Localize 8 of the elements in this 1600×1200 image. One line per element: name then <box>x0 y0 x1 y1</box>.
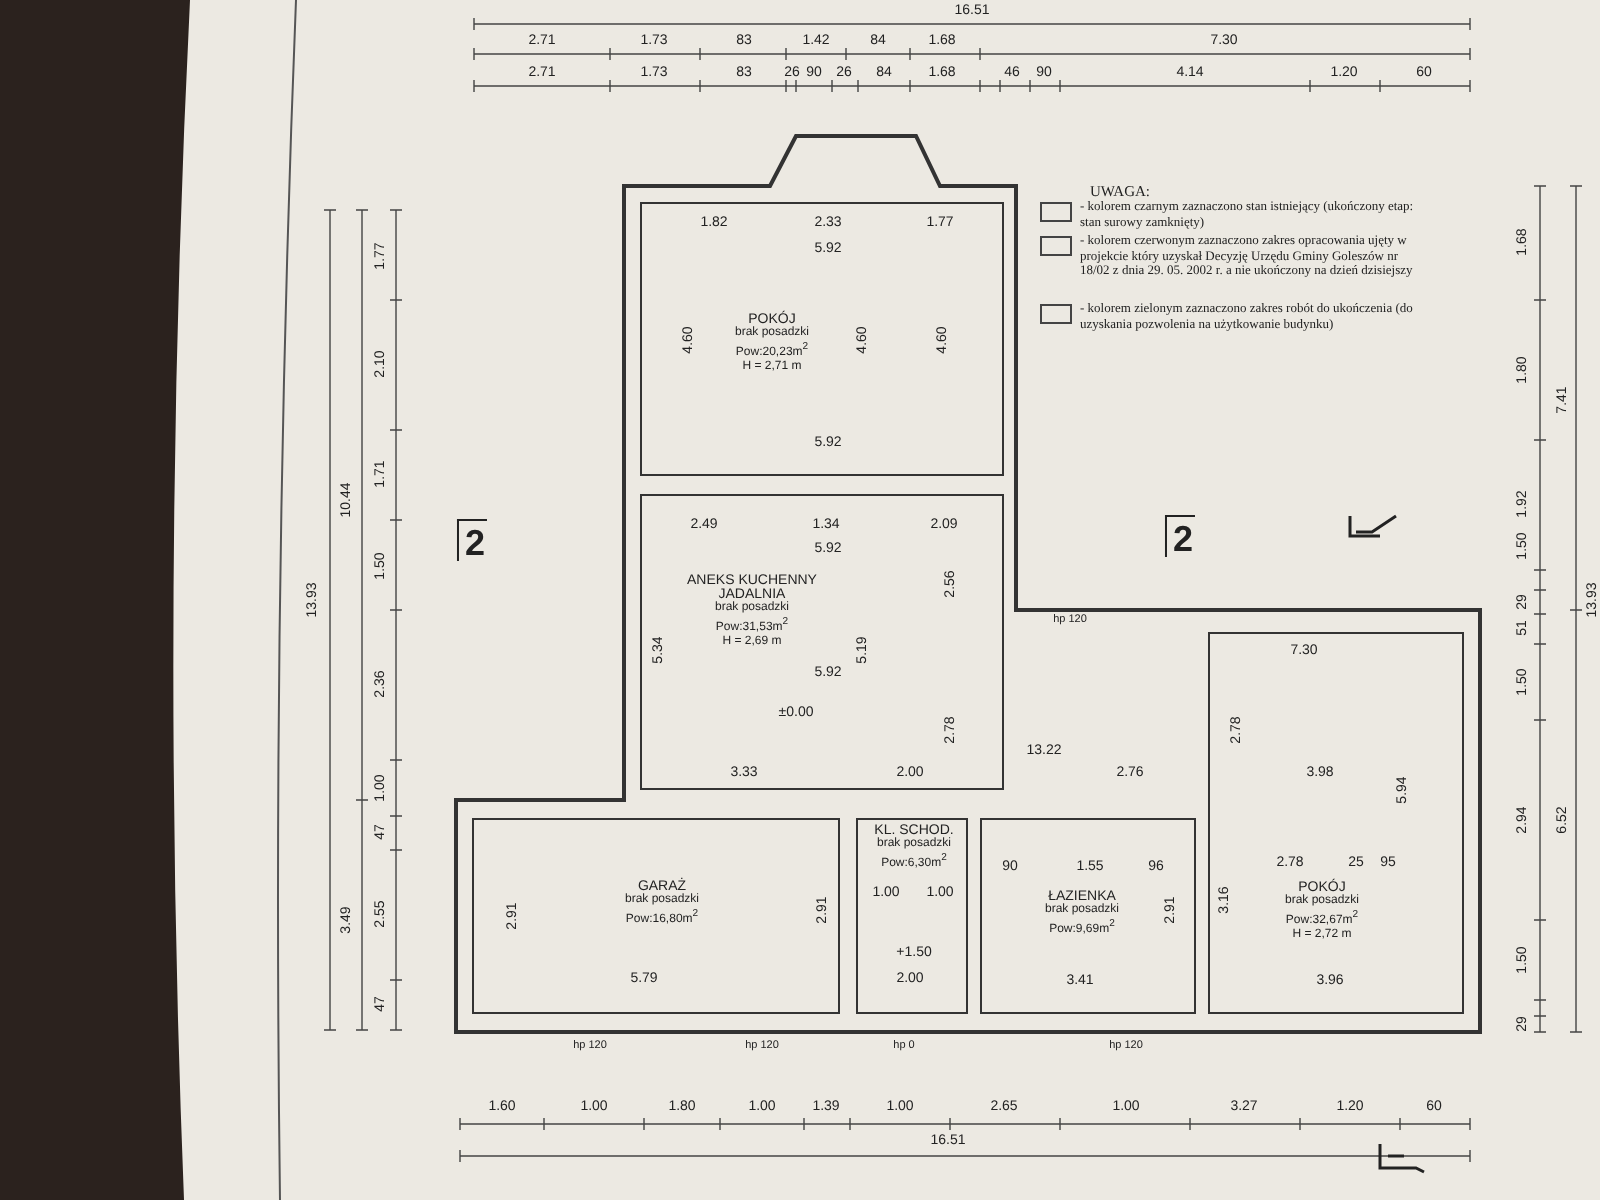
room-outline <box>640 202 1004 476</box>
room-outline <box>472 818 840 1014</box>
section-number: 2 <box>457 519 487 561</box>
section-number: 2 <box>1165 515 1195 557</box>
room-outline <box>856 818 968 1014</box>
room-outline <box>980 818 1196 1014</box>
room-outline <box>640 494 1004 790</box>
room-outline <box>1208 632 1464 1014</box>
